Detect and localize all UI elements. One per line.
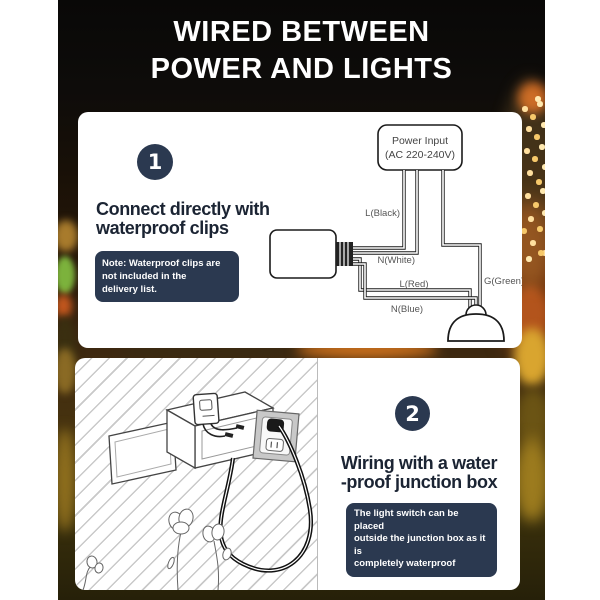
cable-connector bbox=[336, 242, 353, 266]
step-1-panel: 1 Connect directly with waterproof clips… bbox=[78, 112, 522, 348]
step-1-badge: 1 bbox=[137, 144, 173, 180]
wire-g-green bbox=[441, 170, 482, 312]
wire-l-black bbox=[352, 170, 406, 250]
wire-n-white bbox=[352, 170, 419, 255]
driver-box bbox=[269, 229, 337, 279]
flowers bbox=[82, 508, 232, 590]
tent-edge-glow bbox=[518, 82, 545, 114]
page-title: WIRED BETWEEN POWER AND LIGHTS bbox=[150, 16, 453, 85]
junction-box-lid bbox=[108, 421, 177, 485]
label-g-green: G(Green) bbox=[484, 276, 522, 287]
orange-gear-glow bbox=[58, 294, 72, 318]
wire-n-blue bbox=[352, 262, 478, 316]
light-switch bbox=[192, 392, 220, 426]
label-n-white: N(White) bbox=[378, 255, 415, 266]
label-n-blue: N(Blue) bbox=[391, 304, 423, 315]
power-cord bbox=[218, 424, 314, 573]
internal-wires bbox=[202, 423, 245, 438]
label-l-black: L(Black) bbox=[365, 208, 400, 219]
junction-box-illustration bbox=[82, 391, 314, 590]
lamp-icon bbox=[447, 304, 505, 342]
green-gear-glow bbox=[58, 256, 75, 294]
step-1-note: Note: Waterproof clips are not included … bbox=[95, 251, 239, 302]
step-1-heading: Connect directly with waterproof clips bbox=[96, 199, 270, 238]
wiring-diagram: Power Input (AC 220-240V) bbox=[269, 124, 522, 342]
power-input-label-line2: (AC 220-240V) bbox=[385, 149, 455, 161]
string-lights-dots bbox=[58, 0, 60, 2]
step-2-note: The light switch can be placed outside t… bbox=[346, 503, 497, 577]
gold-grass-glow bbox=[58, 428, 76, 532]
power-input-label-line1: Power Input bbox=[392, 135, 448, 147]
wall-outlet bbox=[252, 409, 300, 463]
olive-grass-glow bbox=[58, 348, 76, 394]
step-2-heading: Wiring with a water -proof junction box bbox=[340, 453, 498, 492]
label-l-red: L(Red) bbox=[399, 279, 428, 290]
step-2-panel: 2 Wiring with a water -proof junction bo… bbox=[318, 358, 520, 590]
junction-box-illustration-panel bbox=[75, 358, 318, 590]
step-2-badge: 2 bbox=[395, 396, 430, 431]
tent-gear-glow bbox=[58, 220, 78, 252]
power-input-box: Power Input (AC 220-240V) bbox=[377, 124, 463, 171]
